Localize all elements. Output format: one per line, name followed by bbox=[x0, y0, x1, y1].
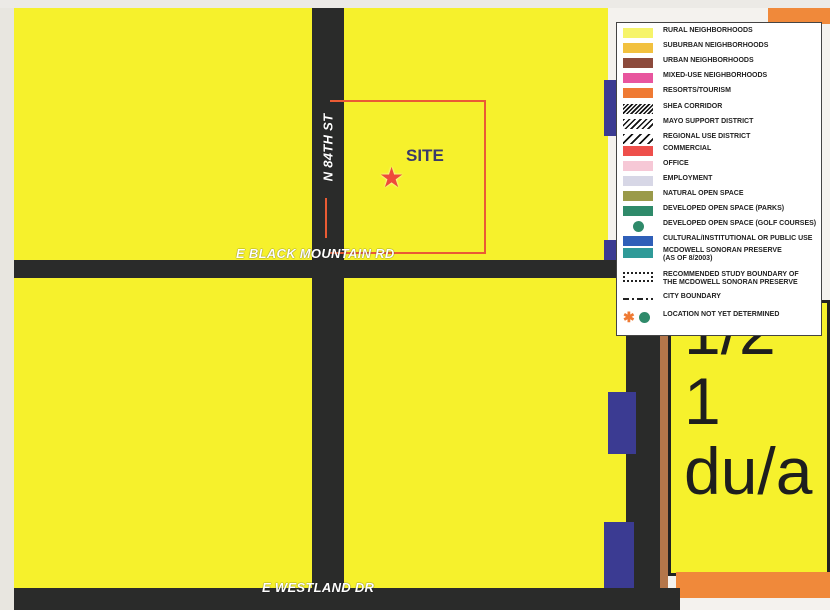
map-legend: RURAL NEIGHBORHOODS SUBURBAN NEIGHBORHOOD… bbox=[616, 22, 822, 336]
legend-swatch bbox=[623, 43, 653, 53]
boundary-marker bbox=[608, 392, 636, 454]
study-boundary-icon bbox=[623, 272, 653, 282]
golf-course-dot-icon bbox=[633, 221, 644, 232]
parcel-resort-bottom bbox=[676, 572, 830, 598]
label-n-84th-st: N 84TH ST bbox=[320, 113, 336, 182]
legend-label: RURAL NEIGHBORHOODS bbox=[663, 27, 753, 34]
legend-label: URBAN NEIGHBORHOODS bbox=[663, 57, 754, 64]
site-label: SITE bbox=[406, 146, 444, 165]
density-label: 1/2 1 du/a bbox=[684, 296, 830, 508]
site-boundary-edge bbox=[325, 198, 327, 238]
legend-label: SUBURBAN NEIGHBORHOODS bbox=[663, 42, 769, 49]
legend-swatch bbox=[623, 161, 653, 171]
legend-swatch bbox=[623, 191, 653, 201]
legend-label: REGIONAL USE DISTRICT bbox=[663, 133, 751, 140]
density-line: 1 bbox=[684, 364, 721, 438]
legend-label: DEVELOPED OPEN SPACE (GOLF COURSES) bbox=[663, 220, 817, 227]
legend-label: SHEA CORRIDOR bbox=[663, 103, 723, 110]
legend-swatch bbox=[623, 176, 653, 186]
legend-label: NATURAL OPEN SPACE bbox=[663, 190, 744, 197]
density-line: du/a bbox=[684, 434, 813, 508]
legend-swatch bbox=[623, 236, 653, 246]
legend-label: RESORTS/TOURISM bbox=[663, 87, 731, 94]
hatch-swatch-icon bbox=[623, 119, 653, 129]
legend-label: MAYO SUPPORT DISTRICT bbox=[663, 118, 754, 125]
legend-swatch bbox=[623, 248, 653, 258]
legend-swatch bbox=[623, 206, 653, 216]
legend-label: CULTURAL/INSTITUTIONAL OR PUBLIC USE bbox=[663, 235, 813, 242]
label-e-black-mountain-rd: E BLACK MOUNTAIN RD bbox=[236, 246, 395, 261]
legend-swatch bbox=[623, 88, 653, 98]
location-undetermined-icon: ✱ bbox=[623, 309, 653, 325]
legend-swatch bbox=[623, 28, 653, 38]
parcel-northwest bbox=[14, 8, 312, 260]
legend-label: MCDOWELL SONORAN PRESERVE(AS OF 8/2003) bbox=[663, 247, 782, 262]
legend-label: EMPLOYMENT bbox=[663, 175, 713, 182]
legend-label: LOCATION NOT YET DETERMINED bbox=[663, 311, 780, 318]
legend-swatch bbox=[623, 73, 653, 83]
parcel-east-density bbox=[668, 300, 830, 576]
legend-swatch bbox=[623, 58, 653, 68]
legend-swatch bbox=[623, 146, 653, 156]
parcel-resort bbox=[768, 8, 830, 24]
boundary-marker bbox=[604, 240, 616, 260]
legend-label: MIXED-USE NEIGHBORHOODS bbox=[663, 72, 768, 79]
road-e-black-mountain-rd bbox=[0, 260, 640, 278]
map-top-edge bbox=[0, 0, 830, 8]
road-left-edge bbox=[0, 0, 14, 610]
legend-label: OFFICE bbox=[663, 160, 689, 167]
legend-label: DEVELOPED OPEN SPACE (PARKS) bbox=[663, 205, 785, 212]
parcel-north-site bbox=[344, 8, 608, 260]
road-n-84th-st bbox=[312, 0, 344, 610]
label-e-westland-dr: E WESTLAND DR bbox=[262, 580, 375, 595]
site-boundary bbox=[330, 100, 486, 254]
city-boundary-icon bbox=[623, 298, 653, 300]
parcel-southwest bbox=[14, 278, 312, 588]
site-star-icon: ★ bbox=[379, 162, 405, 193]
hatch-swatch-icon bbox=[623, 104, 653, 114]
boundary-marker bbox=[604, 522, 634, 588]
road-e-westland-dr bbox=[0, 588, 680, 610]
parcel-edge-strip bbox=[660, 300, 668, 592]
parcel-south bbox=[344, 278, 626, 588]
hatch-swatch-icon bbox=[623, 134, 653, 144]
legend-label: COMMERCIAL bbox=[663, 145, 712, 152]
boundary-marker bbox=[604, 80, 616, 136]
legend-label: CITY BOUNDARY bbox=[663, 293, 721, 300]
